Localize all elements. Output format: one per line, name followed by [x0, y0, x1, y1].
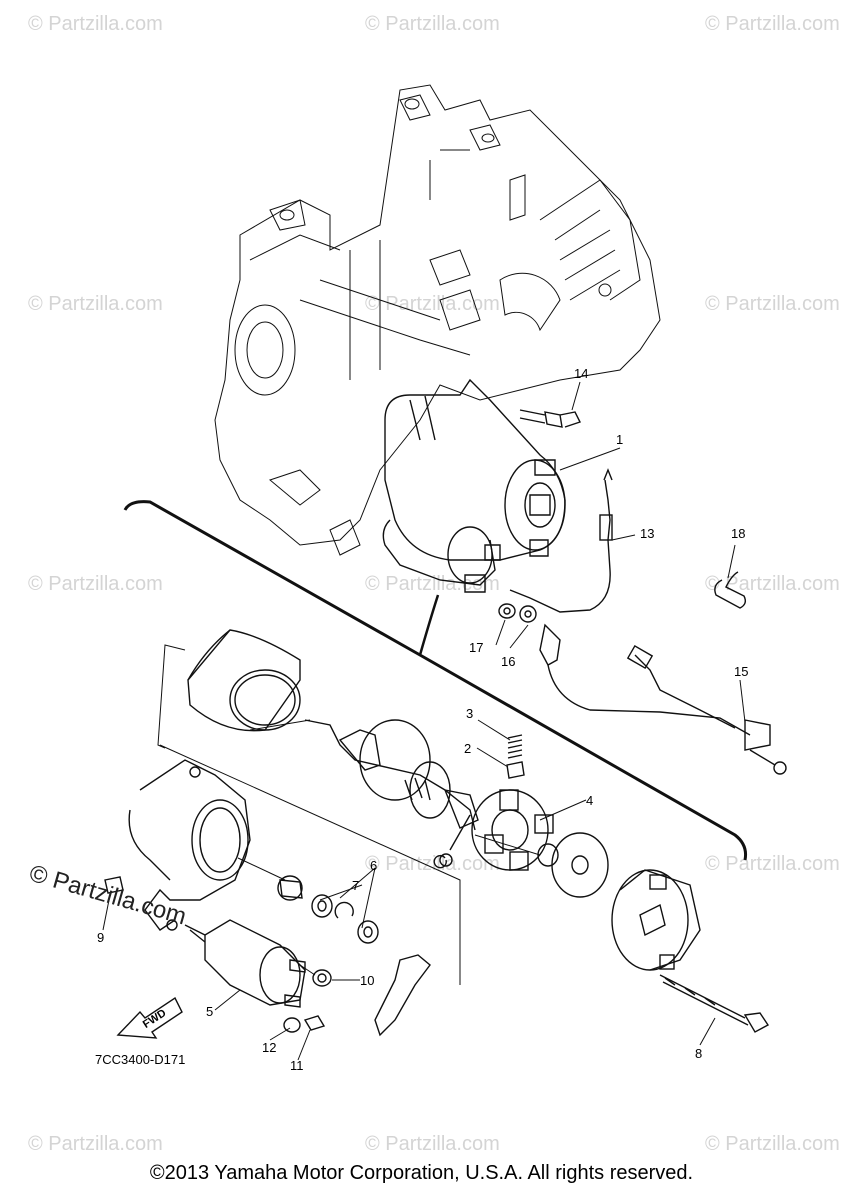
yoke-housing: [187, 629, 301, 732]
callout-labels: 1 2 3 4 5 6 7 8 9 10 11 12 13 14 15 16 1…: [97, 366, 748, 1073]
copyright-notice: ©2013 Yamaha Motor Corporation, U.S.A. A…: [149, 1162, 694, 1184]
callout-8: 8: [695, 1046, 702, 1061]
callout-12: 12: [262, 1040, 276, 1055]
assembly-guide-lines: [157, 644, 541, 985]
thrust-washer: [551, 832, 609, 898]
washer-12: [283, 1017, 301, 1033]
bolt-14: [519, 409, 581, 428]
callout-5: 5: [206, 1004, 213, 1019]
nut-9: [104, 876, 124, 894]
callout-10: 10: [360, 973, 374, 988]
watermark: © Partzilla.com: [365, 13, 500, 35]
bearing: [537, 843, 559, 867]
watermark: © Partzilla.com: [365, 1133, 500, 1155]
watermark: © Partzilla.com: [28, 573, 163, 595]
brush-2: [506, 761, 525, 779]
washer-7b: [357, 920, 379, 944]
callout-11: 11: [290, 1058, 304, 1073]
battery-lead-15: [539, 623, 787, 775]
callout-17: 17: [469, 640, 483, 655]
through-bolt-8: [659, 974, 770, 1033]
solenoid-5: [184, 919, 306, 1008]
lead-wire-13: [509, 468, 613, 613]
watermark: © Partzilla.com: [705, 573, 840, 595]
callout-2: 2: [464, 741, 471, 756]
nut-11: [303, 1015, 326, 1031]
watermark: © Partzilla.com: [28, 293, 163, 315]
exploded-view-bracket: [123, 500, 747, 861]
callout-1: 1: [616, 432, 623, 447]
callout-14: 14: [574, 366, 588, 381]
callout-3: 3: [466, 706, 473, 721]
leader-lines: [102, 381, 746, 1061]
circlip-7: [334, 901, 354, 919]
idler-gear: [277, 875, 303, 901]
watermark: © Partzilla.com: [365, 853, 500, 875]
washer-17: [498, 603, 516, 619]
watermark: © Partzilla.com: [705, 853, 840, 875]
armature: [304, 719, 479, 831]
callout-15: 15: [734, 664, 748, 679]
watermark: © Partzilla.com: [28, 1133, 163, 1155]
callout-4: 4: [586, 793, 593, 808]
callout-9: 9: [97, 930, 104, 945]
watermark: © Partzilla.com: [365, 293, 500, 315]
watermark: © Partzilla.com: [705, 13, 840, 35]
watermark: © Partzilla.com: [705, 293, 840, 315]
callout-6: 6: [370, 858, 377, 873]
starter-motor-assembly: [382, 378, 566, 593]
callout-18: 18: [731, 526, 745, 541]
clip-18: [714, 571, 747, 609]
watermark-layer: © Partzilla.com © Partzilla.com © Partzi…: [28, 13, 840, 1155]
crankcase-drawing: [214, 84, 661, 556]
watermark: © Partzilla.com: [365, 573, 500, 595]
shift-lever: [374, 954, 431, 1037]
washer-6: [311, 894, 333, 918]
nut-10: [312, 969, 332, 987]
rear-cover: [611, 869, 701, 971]
callout-13: 13: [640, 526, 654, 541]
callout-7: 7: [352, 878, 359, 893]
watermark: © Partzilla.com: [28, 13, 163, 35]
spring-3: [507, 734, 523, 759]
fwd-arrow-icon: FWD: [116, 996, 183, 1039]
nut-16: [519, 605, 537, 623]
watermark: © Partzilla.com: [705, 1133, 840, 1155]
drive-housing: [128, 759, 251, 931]
reference-code: 7CC3400-D171: [95, 1052, 185, 1067]
callout-16: 16: [501, 654, 515, 669]
